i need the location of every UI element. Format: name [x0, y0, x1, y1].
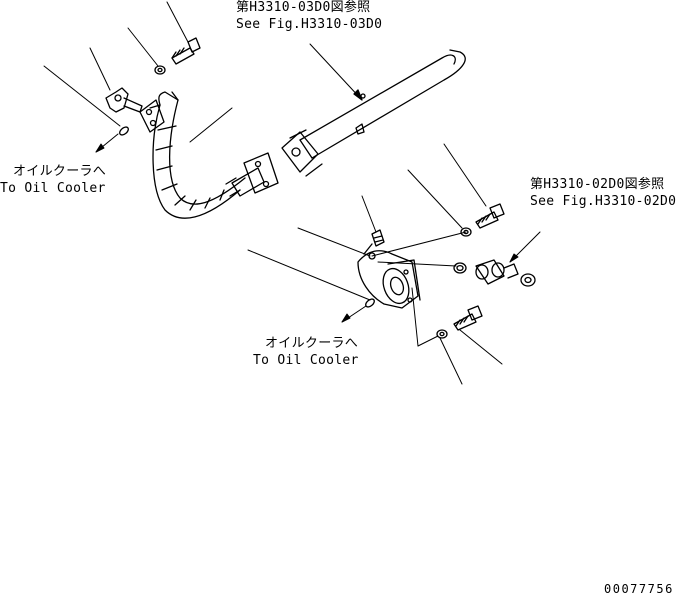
reference-label-right-english: See Fig.H3310-02D0: [530, 194, 677, 209]
to-oil-cooler-center-english: To Oil Cooler: [253, 353, 359, 368]
reference-label-right-japanese: 第H3310-02D0図参照: [530, 177, 665, 192]
bolt-washer-right-top: [460, 203, 505, 237]
hose-assembly-left: [139, 91, 279, 219]
o-ring-left: [119, 126, 129, 136]
bolt-washer-top-left: [154, 37, 201, 75]
drawing-number: 00077756: [604, 582, 674, 596]
to-oil-cooler-center-japanese: オイルクーラへ: [265, 336, 359, 351]
clamp-bracket: [105, 87, 143, 113]
leader-lines-left: [43, 1, 233, 153]
to-oil-cooler-left-english: To Oil Cooler: [0, 181, 106, 196]
nipple-fitting-top: [371, 229, 385, 247]
o-ring-center: [365, 298, 375, 308]
elbow-fitting-right: [453, 259, 536, 287]
to-oil-cooler-left-japanese: オイルクーラへ: [13, 164, 107, 179]
reference-label-top-japanese: 第H3310-03D0図参照: [236, 0, 371, 15]
reference-label-top-english: See Fig.H3310-03D0: [236, 17, 383, 32]
long-pipe: [281, 49, 466, 177]
leader-ref-top-arrow: [353, 89, 363, 101]
bolt-washer-bottom: [436, 305, 483, 339]
leader-ref-top: [309, 43, 363, 101]
leader-lines-center: [247, 143, 541, 385]
